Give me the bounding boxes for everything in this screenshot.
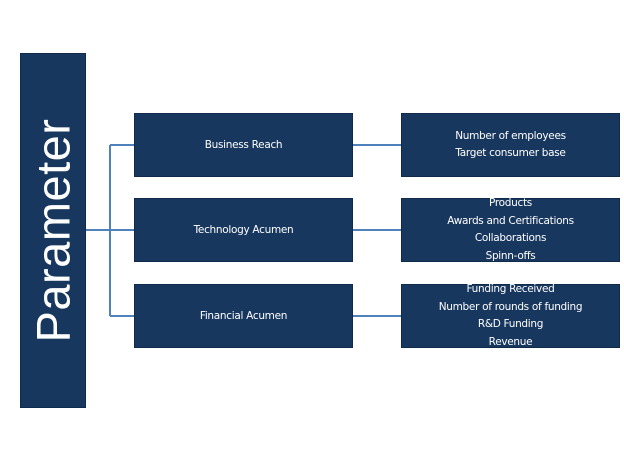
parameter-box: Parameter <box>20 53 86 408</box>
parameter-label: Parameter <box>26 118 80 343</box>
detail-item: Collaborations <box>474 232 547 244</box>
detail-box-business-reach: Number of employees Target consumer base <box>401 113 620 177</box>
branch-box-business-reach: Business Reach <box>134 113 353 177</box>
branch-box-financial-acumen: Financial Acumen <box>134 284 353 348</box>
detail-item: Awards and Certifications <box>447 214 574 227</box>
detail-item: Revenue <box>488 335 533 348</box>
detail-item: Funding Received <box>466 283 555 295</box>
branch-label: Financial Acumen <box>199 310 288 322</box>
detail-item: R&D Funding <box>477 318 544 330</box>
detail-item: Spinn-offs <box>485 249 536 262</box>
branch-box-technology-acumen: Technology Acumen <box>134 198 353 262</box>
branch-label: Technology Acumen <box>193 224 294 236</box>
branch-label: Business Reach <box>204 139 283 151</box>
detail-box-technology-acumen: Products Awards and Certifications Colla… <box>401 197 620 262</box>
detail-item: Target consumer base <box>455 147 566 159</box>
detail-item: Number of rounds of funding <box>438 300 583 313</box>
detail-item: Products <box>489 197 532 209</box>
detail-box-financial-acumen: Funding Received Number of rounds of fun… <box>401 283 620 348</box>
detail-item: Number of employees <box>455 129 566 142</box>
